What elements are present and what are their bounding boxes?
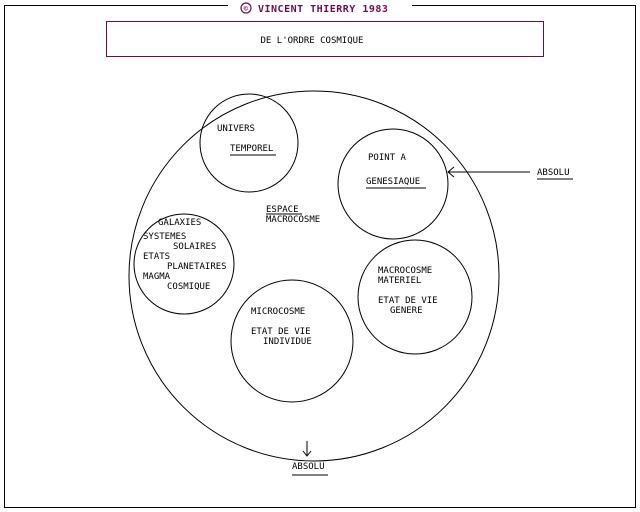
microcosme-label: MICROCOSME — [251, 307, 305, 317]
title-box — [106, 21, 544, 57]
macrocosme-label: MACROCOSME — [378, 266, 432, 276]
systemes-label: SYSTEMES — [143, 232, 186, 242]
copyright-backdrop — [228, 0, 412, 14]
galaxies-label: GALAXIES — [158, 218, 201, 228]
individue-label: INDIVIDUE — [263, 337, 312, 347]
point-a-label: POINT A — [368, 153, 407, 163]
arrow-left-icon — [447, 166, 455, 178]
copyright-symbol: © — [244, 5, 249, 13]
etats-label: ETATS — [143, 252, 170, 262]
temporel-label: TEMPOREL — [230, 144, 273, 154]
page-frame — [4, 5, 636, 508]
materiel-circle — [357, 239, 473, 355]
genesiaque-label: GENESIAQUE — [366, 177, 420, 187]
point-genesiaque-circle — [337, 128, 449, 240]
genere-label: GENERE — [390, 306, 423, 316]
solaires-label: SOLAIRES — [173, 242, 216, 252]
cosmos-circle — [128, 90, 500, 462]
cosmique-label: COSMIQUE — [167, 282, 210, 292]
arrow-down-icon — [302, 450, 312, 457]
materiel-label: MATERIEL — [378, 276, 421, 286]
univers-circle — [199, 93, 299, 193]
absolu-bottom-label: ABSOLU — [292, 462, 325, 472]
magma-label: MAGMA — [143, 272, 171, 282]
diagram-title: DE L'ORDRE COSMIQUE — [261, 36, 364, 46]
planetaires-label: PLANETAIRES — [167, 262, 227, 272]
microcosme-circle — [230, 279, 354, 403]
copyright-text: VINCENT THIERRY 1983 — [258, 4, 388, 15]
galaxies-circle — [133, 213, 235, 315]
etat-de-vie-individue-label: ETAT DE VIE — [251, 327, 311, 337]
absolu-right-label: ABSOLU — [537, 168, 570, 178]
univers-label: UNIVERS — [217, 124, 255, 134]
center-macrocosme-label: MACROCOSME — [266, 215, 320, 225]
etat-de-vie-genere-label: ETAT DE VIE — [378, 296, 438, 306]
center-espace-label: ESPACE — [266, 205, 299, 215]
copyright-ring-icon — [240, 2, 252, 14]
